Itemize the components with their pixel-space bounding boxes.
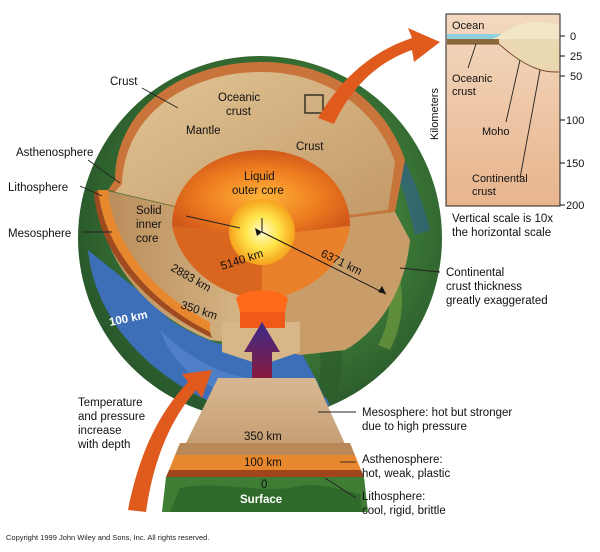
column-mesosphere [180,378,350,455]
label-continental-note-2: crust thickness [446,281,522,293]
label-solid-inner-core-3: core [136,233,158,245]
label-solid-inner-core-2: inner [136,219,162,231]
label-asthenosphere-desc-1: Asthenosphere: [362,454,443,466]
inset-tick-200: 200 [566,200,584,212]
label-temperature-1: Temperature [78,397,143,409]
label-temperature-2: and pressure [78,411,145,423]
inset-tick-150: 150 [566,158,584,170]
label-liquid-outer-core-1: Liquid [244,171,275,183]
asthenosphere-band [98,190,210,332]
inset-label-continental-1: Continental [472,173,528,185]
inset-label-oceanic-2: crust [452,86,476,98]
inset-tick-50: 50 [570,71,582,83]
label-temperature-3: increase [78,425,121,437]
label-mesosphere-desc-1: Mesosphere: hot but stronger [362,407,512,419]
column-surface: Surface [240,494,282,506]
label-asthenosphere: Asthenosphere [16,147,93,159]
column-asthenosphere [169,455,361,470]
label-lithosphere-desc-2: cool, rigid, brittle [362,505,446,517]
cutaway [94,62,410,365]
label-temperature-4: with depth [77,439,130,451]
label-asthenosphere-desc-2: hot, weak, plastic [362,468,450,480]
crust-inset [445,13,565,207]
label-lithosphere-desc-1: Lithosphere: [362,491,425,503]
label-mesosphere-desc-2: due to high pressure [362,421,467,433]
inset-axis-label: Kilometers [429,88,441,140]
label-solid-inner-core-1: Solid [136,205,162,217]
column-depth-350: 350 km [244,431,282,443]
label-crust-top: Crust [110,76,138,88]
column-depth-0: 0 [261,479,267,491]
upward-arrow [244,322,280,380]
outer-core [172,150,350,236]
depth-column [162,378,368,512]
label-mantle: Mantle [186,125,221,137]
leader-lines [79,87,441,499]
inset-locator-box [304,94,324,114]
inset-scale-note-2: the horizontal scale [452,227,551,239]
label-lithosphere: Lithosphere [8,182,68,194]
inset-label-continental-2: crust [472,186,496,198]
copyright-text: Copyright 1999 John Wiley and Sons, Inc.… [6,533,209,542]
label-continental-note-3: greatly exaggerated [446,295,548,307]
inset-scale-note-1: Vertical scale is 10x [452,213,553,225]
label-continental-note-1: Continental [446,267,504,279]
inset-tick-0: 0 [570,31,576,43]
inset-tick-100: 100 [566,115,584,127]
label-oceanic-crust-1: Oceanic [218,92,260,104]
inset-tick-25: 25 [570,51,582,63]
column-depth-100: 100 km [244,457,282,469]
label-crust-right: Crust [296,141,324,153]
inset-ticks [560,35,565,206]
label-liquid-outer-core-2: outer core [232,185,284,197]
zoom-arrow [318,28,440,124]
label-oceanic-crust-2: crust [226,106,252,118]
inset-label-ocean: Ocean [452,20,484,32]
inset-label-moho: Moho [482,126,510,138]
label-mesosphere: Mesosphere [8,228,71,240]
inset-oceanic-crust [447,39,499,44]
depth-arrow [128,370,212,512]
inset-label-oceanic-1: Oceanic [452,73,493,85]
